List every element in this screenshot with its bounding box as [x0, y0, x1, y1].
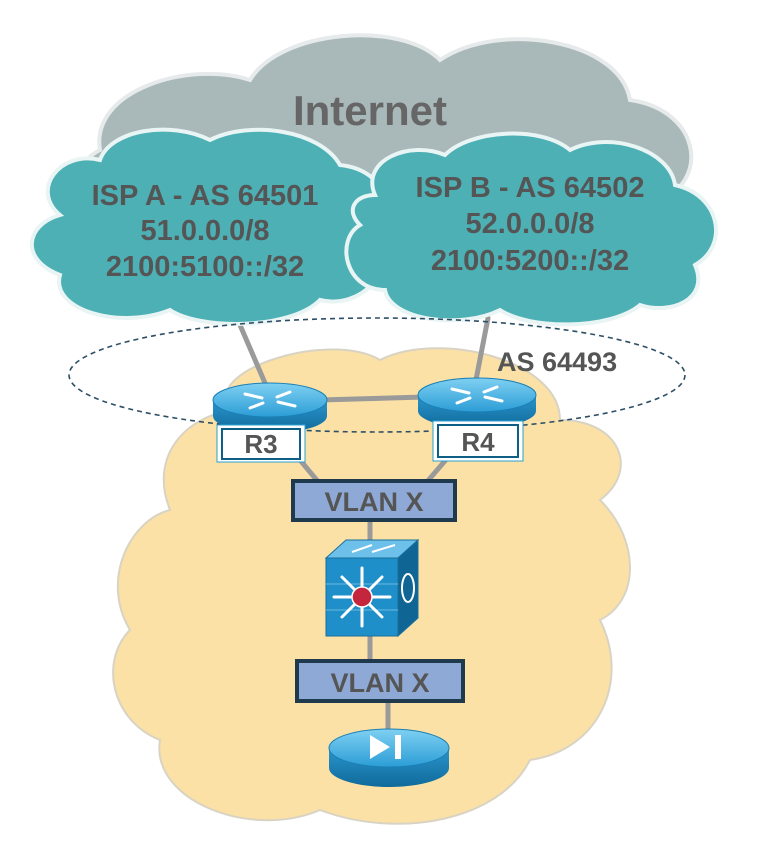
layer3-switch[interactable]: [324, 538, 420, 638]
vlan-upper[interactable]: VLAN X: [291, 479, 457, 522]
vlan-lower-label: VLAN X: [330, 668, 429, 698]
router-r3-label: R3: [244, 429, 277, 459]
as-boundary: [68, 317, 686, 433]
link-ispa-r3: [234, 315, 271, 393]
isp-b-cloud: ISP B - AS 64502 52.0.0.0/8 2100:5200::/…: [344, 131, 719, 327]
router-icon: [417, 377, 537, 428]
as-label: AS 64493: [497, 347, 617, 377]
vlan-lower[interactable]: VLAN X: [295, 659, 465, 703]
router-r3[interactable]: R3: [212, 382, 328, 463]
layer3-switch-icon: [324, 538, 420, 638]
isp-a-cloud: ISP A - AS 64501 51.0.0.0/8 2100:5100::/…: [29, 127, 389, 326]
isp-a-name: ISP A - AS 64501: [92, 180, 319, 212]
internet-label: Internet: [293, 87, 447, 134]
isp-a-ipv6-prefix: 2100:5100::/32: [106, 251, 304, 283]
router-r4[interactable]: R4: [417, 377, 537, 462]
link-r3-r4: [317, 394, 428, 403]
isp-b-ipv4-prefix: 52.0.0.0/8: [466, 208, 595, 240]
isp-b-ipv6-prefix: 2100:5200::/32: [431, 245, 629, 277]
load-balancer-icon: [328, 728, 450, 787]
router-r4-label: R4: [461, 427, 495, 457]
link-ispb-r4: [472, 315, 491, 388]
server-appliance[interactable]: [328, 728, 450, 787]
isp-b-name: ISP B - AS 64502: [416, 172, 645, 204]
vlan-upper-label: VLAN X: [324, 487, 423, 517]
isp-a-ipv4-prefix: 51.0.0.0/8: [141, 215, 270, 247]
